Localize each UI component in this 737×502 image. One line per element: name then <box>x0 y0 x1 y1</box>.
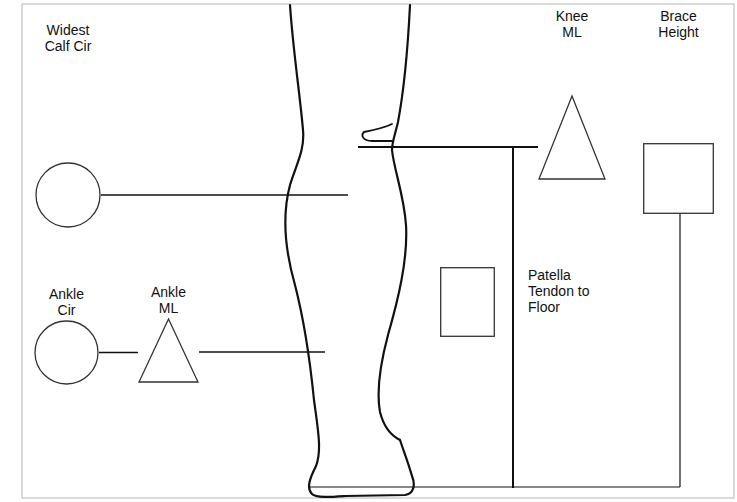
measure-square-outline <box>441 268 495 337</box>
measure-square-outline <box>644 144 714 214</box>
measure-square: Brace Height <box>643 143 714 214</box>
measure-circle-outline <box>35 162 101 228</box>
measure-label: Ankle ML <box>144 284 194 316</box>
brace-height-line <box>679 214 680 487</box>
measure-circle: Widest Calf Cir <box>35 162 101 228</box>
frame <box>22 4 734 498</box>
connector-line <box>99 352 138 353</box>
knee-cap <box>362 124 392 141</box>
measure-circle-outline <box>36 163 100 227</box>
leg-outline-back <box>378 5 410 440</box>
patella-floor-line <box>512 147 514 488</box>
measure-square-outline <box>440 267 495 337</box>
leg-outline <box>285 5 413 497</box>
measure-triangle-outline <box>539 96 605 179</box>
ankle-leader <box>199 351 325 353</box>
measure-label: Widest Calf Cir <box>33 22 103 54</box>
measure-circle-outline <box>34 320 99 385</box>
measure-triangle-outline <box>138 318 199 383</box>
connector-line <box>99 352 138 354</box>
measure-triangle-outline <box>139 319 198 382</box>
measure-square: Patella Tendon to Floor <box>440 267 495 337</box>
calf-leader <box>101 194 348 196</box>
measure-triangle: Ankle ML <box>138 318 199 383</box>
measure-square-outline <box>643 143 714 214</box>
measure-label: Patella Tendon to Floor <box>528 267 590 315</box>
floor-line <box>310 486 680 487</box>
measure-label: Brace Height <box>651 8 707 40</box>
measure-label: Ankle Cir <box>42 286 92 318</box>
knee-line <box>358 146 538 148</box>
measure-label: Knee ML <box>547 8 597 40</box>
measure-triangle: Knee ML <box>538 95 606 180</box>
measure-circle: Ankle Cir <box>34 320 99 385</box>
measure-circle-outline <box>35 321 98 384</box>
measure-triangle-outline <box>538 95 606 180</box>
